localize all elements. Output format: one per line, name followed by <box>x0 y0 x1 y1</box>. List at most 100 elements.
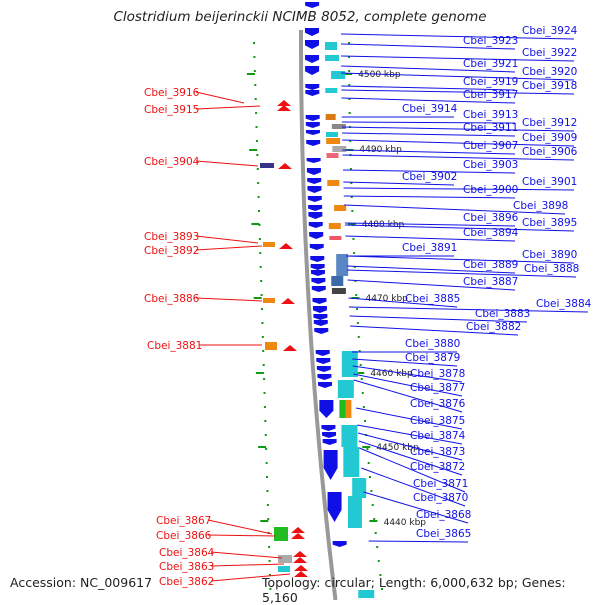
left-tick <box>266 476 269 478</box>
gene-block <box>326 153 339 158</box>
right-leader-line <box>344 204 566 215</box>
right-leader-line <box>341 65 516 73</box>
left-tick <box>267 518 270 520</box>
right-leader-line <box>343 181 455 186</box>
right-tick <box>354 280 357 282</box>
left-tick <box>255 112 258 114</box>
right-leader-line <box>357 424 463 445</box>
left-tick <box>263 378 266 380</box>
right-gene-label: Cbei_3895 <box>522 217 577 229</box>
right-strand-arrow <box>307 196 322 202</box>
left-tick <box>258 210 261 212</box>
right-tick <box>364 420 367 422</box>
right-gene-label: Cbei_3888 <box>524 263 579 275</box>
right-gene-label: Cbei_3903 <box>463 159 518 171</box>
right-gene-label: Cbei_3874 <box>410 430 466 442</box>
left-strand-arrow <box>278 163 292 169</box>
right-leader-line <box>347 279 516 291</box>
left-strand-arrow <box>281 298 295 304</box>
right-gene-label: Cbei_3883 <box>475 308 530 320</box>
right-strand-arrow <box>305 2 320 8</box>
right-tick <box>350 182 353 184</box>
left-tick <box>254 98 257 100</box>
right-strand-arrow <box>305 28 320 36</box>
right-gene-label: Cbei_3923 <box>463 35 518 47</box>
left-strand-arrow <box>279 243 293 249</box>
scale-label: 4470 kbp <box>365 294 408 304</box>
right-strand-arrow <box>316 358 331 364</box>
right-gene-label: Cbei_3871 <box>413 478 468 490</box>
right-gene-label: Cbei_3906 <box>522 146 578 158</box>
scale-label: 4480 kbp <box>362 220 405 230</box>
right-leader-line <box>348 306 589 313</box>
left-leader-line <box>195 245 263 251</box>
right-gene-label: Cbei_3890 <box>522 249 577 261</box>
gene-block <box>326 138 341 144</box>
gene-block <box>334 205 347 211</box>
gene-block <box>345 400 352 418</box>
right-leader-line <box>345 235 516 242</box>
right-tick <box>351 210 354 212</box>
right-strand-arrow <box>323 450 338 480</box>
right-gene-label: Cbei_3889 <box>463 259 518 271</box>
gene-block <box>347 496 362 528</box>
right-tick <box>356 322 359 324</box>
right-strand-arrow <box>305 40 320 49</box>
gene-block <box>336 254 349 276</box>
left-block <box>263 298 275 303</box>
left-tick <box>253 42 255 44</box>
map-title: Clostridium beijerinckii NCIMB 8052, com… <box>113 9 487 25</box>
left-leader-line <box>207 534 277 537</box>
right-strand-arrow <box>313 314 328 320</box>
right-gene-label: Cbei_3887 <box>463 276 518 288</box>
gene-block <box>327 180 340 186</box>
right-leader-line <box>342 132 516 137</box>
right-strand-arrow <box>318 382 333 388</box>
right-gene-label: Cbei_3879 <box>405 352 460 364</box>
right-strand-arrow <box>307 178 322 184</box>
major-tick <box>356 372 365 374</box>
left-block <box>278 555 292 563</box>
right-tick <box>352 238 355 240</box>
right-tick <box>356 308 359 310</box>
right-gene-label: Cbei_3868 <box>416 509 471 521</box>
right-gene-label: Cbei_3898 <box>513 200 568 212</box>
left-gene-labels: Cbei_3916Cbei_3915Cbei_3904Cbei_3893Cbei… <box>144 87 291 588</box>
left-strand-arrow <box>294 571 308 577</box>
scale-label: 4440 kbp <box>384 518 427 528</box>
left-tick <box>268 574 271 576</box>
major-tick <box>249 149 258 151</box>
left-tick <box>262 364 265 366</box>
left-tick <box>266 490 269 492</box>
right-strand-arrow <box>309 232 324 239</box>
right-strand-arrow <box>305 130 320 135</box>
right-gene-label: Cbei_3901 <box>522 176 577 188</box>
right-gene-label: Cbei_3914 <box>402 103 458 115</box>
right-leader-line <box>342 149 516 155</box>
right-gene-label: Cbei_3920 <box>522 66 577 78</box>
right-leader-line <box>344 222 516 227</box>
scale-label: 4450 kbp <box>376 443 419 453</box>
right-gene-label: Cbei_3875 <box>410 415 465 427</box>
right-strand-arrow <box>306 140 321 146</box>
left-leader-line <box>195 91 245 104</box>
right-strand-arrow <box>316 366 331 372</box>
gene-block <box>352 478 367 498</box>
left-leader-line <box>210 563 285 567</box>
right-leader-line <box>346 265 516 274</box>
right-gene-label: Cbei_3882 <box>466 321 521 333</box>
right-tick <box>361 392 364 394</box>
right-strand-arrow <box>305 115 320 121</box>
gene-block <box>328 223 341 229</box>
left-strand-arrow <box>283 345 297 351</box>
left-tick <box>265 462 268 464</box>
left-tick <box>261 322 264 324</box>
left-tick <box>263 392 266 394</box>
right-tick <box>353 252 356 254</box>
left-block <box>263 242 275 247</box>
left-tick <box>259 252 262 254</box>
left-tick <box>264 420 267 422</box>
right-strand-arrow <box>317 374 332 380</box>
right-tick <box>376 546 379 548</box>
left-tick <box>253 70 256 72</box>
